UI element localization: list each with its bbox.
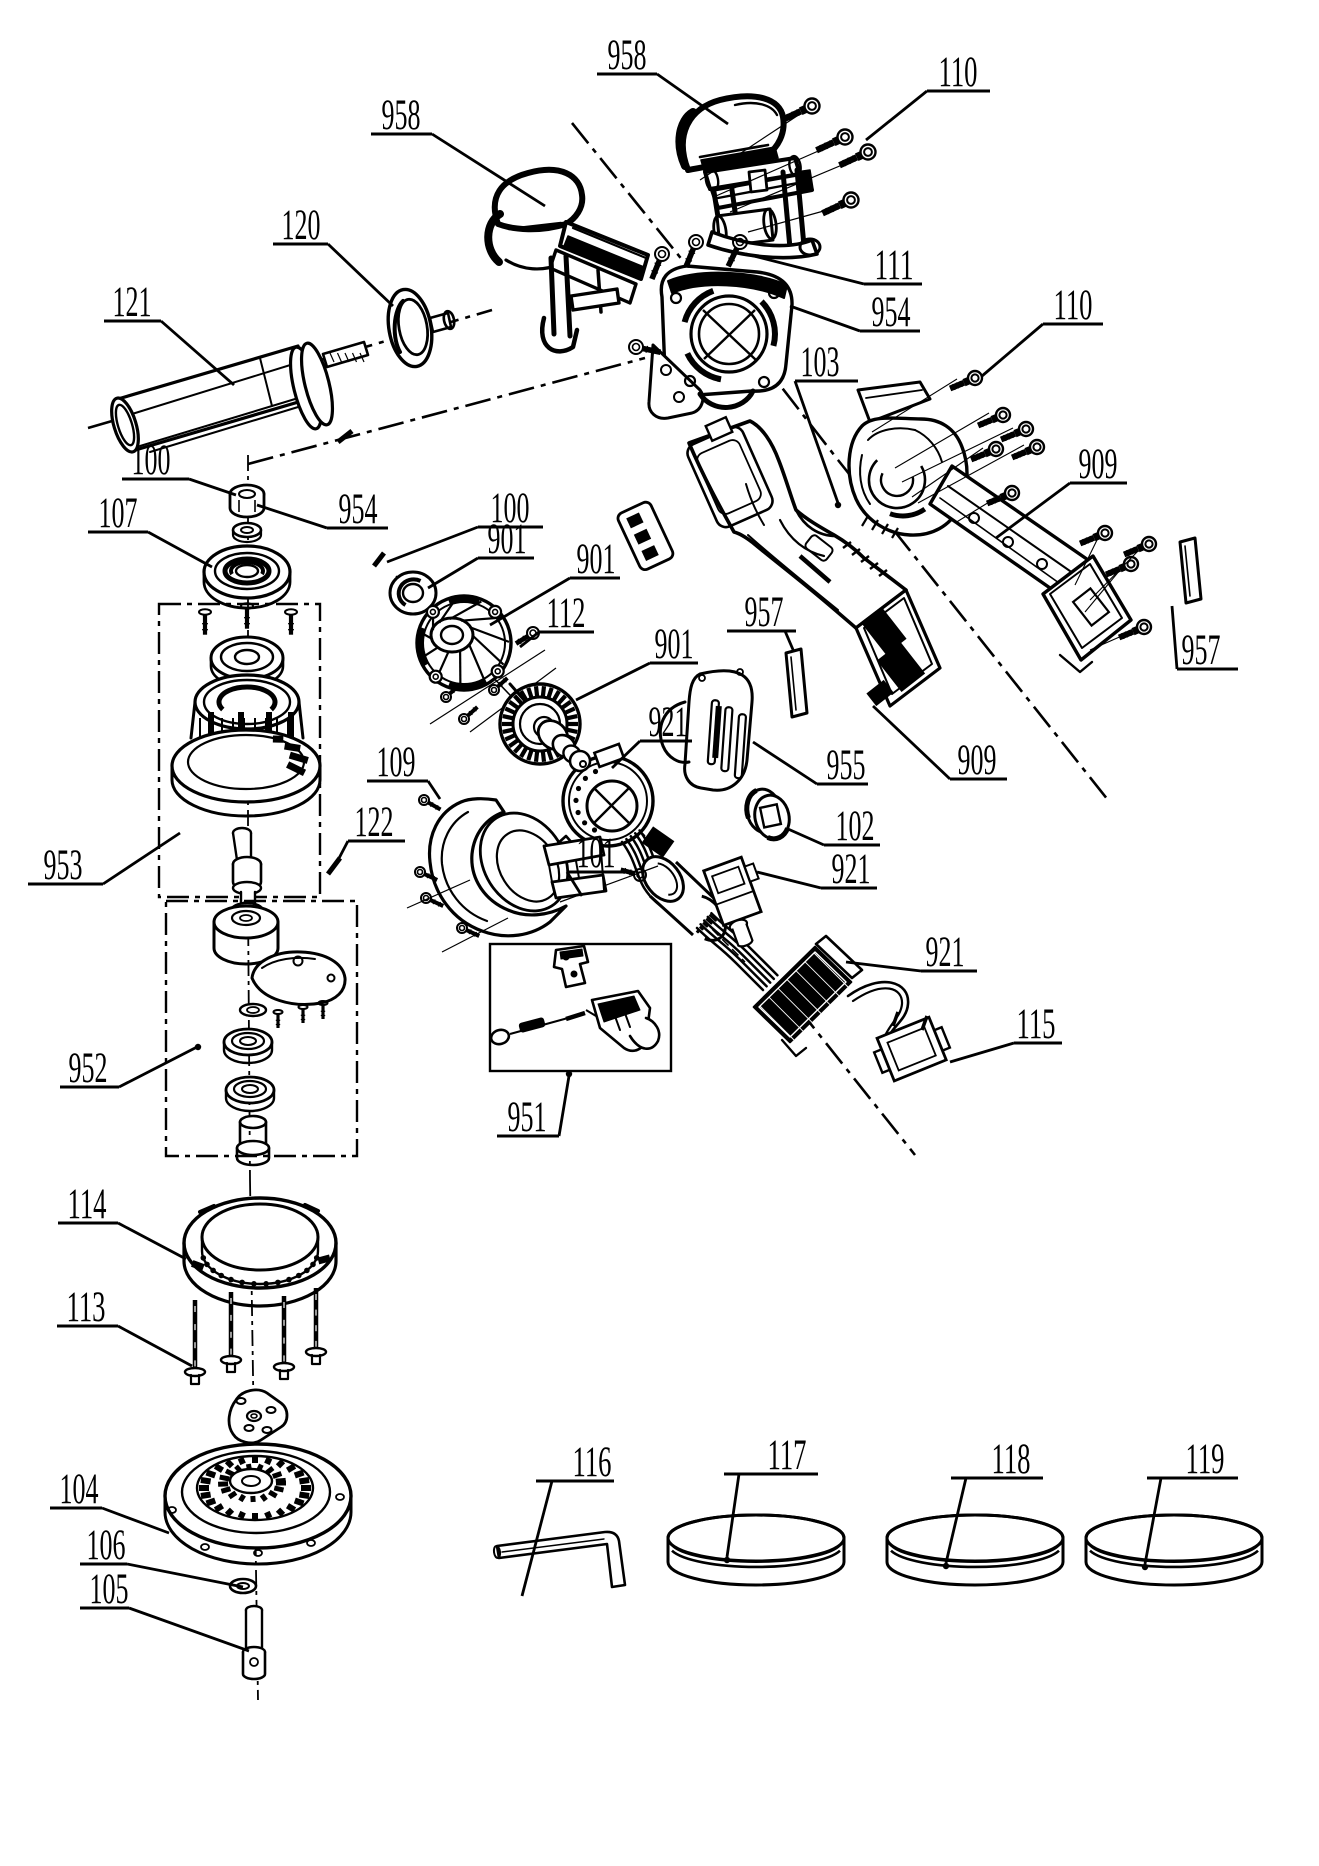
svg-text:113: 113 [67,1284,106,1331]
svg-text:101: 101 [577,830,616,877]
svg-text:909: 909 [958,737,997,784]
svg-text:104: 104 [60,1466,99,1513]
svg-text:955: 955 [827,742,866,789]
svg-text:110: 110 [1054,282,1093,329]
svg-text:958: 958 [382,92,421,139]
svg-text:909: 909 [1079,441,1118,488]
svg-text:110: 110 [939,49,978,96]
svg-text:105: 105 [90,1566,129,1613]
svg-text:102: 102 [836,803,875,850]
svg-text:117: 117 [768,1432,807,1479]
svg-text:901: 901 [577,536,616,583]
svg-text:112: 112 [547,590,586,637]
svg-text:921: 921 [832,846,871,893]
svg-text:121: 121 [113,279,152,326]
svg-text:953: 953 [44,842,83,889]
svg-text:901: 901 [488,516,527,563]
svg-text:103: 103 [801,339,840,386]
svg-text:921: 921 [926,929,965,976]
svg-text:118: 118 [992,1436,1031,1483]
svg-text:954: 954 [872,289,911,336]
svg-text:921: 921 [649,699,688,746]
svg-text:957: 957 [745,589,784,636]
svg-text:100: 100 [491,485,530,532]
svg-text:106: 106 [87,1522,126,1569]
svg-text:901: 901 [655,621,694,668]
svg-text:114: 114 [68,1181,107,1228]
svg-text:107: 107 [99,490,138,537]
svg-text:954: 954 [339,486,378,533]
svg-text:951: 951 [508,1094,547,1141]
svg-text:122: 122 [355,799,394,846]
svg-text:120: 120 [282,202,321,249]
svg-text:952: 952 [69,1045,108,1092]
svg-text:119: 119 [1186,1436,1225,1483]
svg-text:111: 111 [875,242,914,289]
svg-text:116: 116 [573,1439,612,1486]
svg-text:109: 109 [377,739,416,786]
svg-text:958: 958 [608,32,647,79]
svg-text:100: 100 [132,437,171,484]
svg-text:115: 115 [1017,1001,1056,1048]
svg-text:957: 957 [1182,627,1221,674]
